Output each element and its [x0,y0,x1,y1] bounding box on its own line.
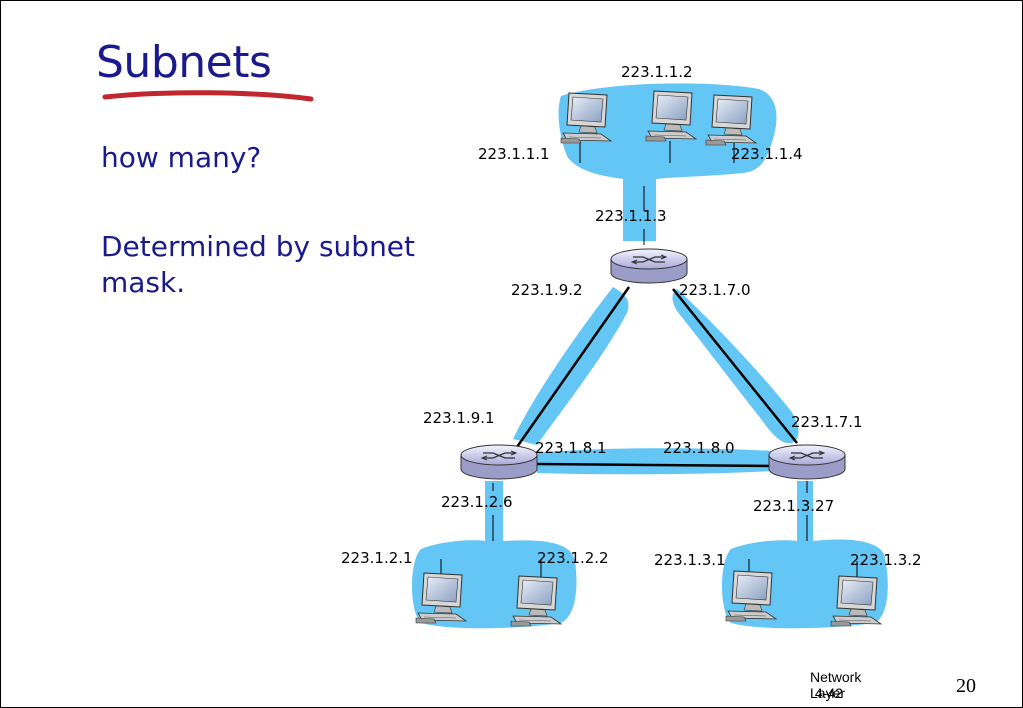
label-left-router-top: 223.1.9.1 [423,409,495,427]
footer: Network Layer 4-42 [810,669,898,701]
label-top-host-4: 223.1.1.4 [731,145,803,163]
subnet-areas [412,83,888,629]
router-icon [460,444,538,480]
subnet-bottom-link [537,448,773,475]
subnet-left-link [513,287,629,445]
router-icon [610,248,688,284]
computer-icon [725,570,777,622]
label-left-router-bottom: 223.1.2.6 [441,493,513,511]
links [515,286,798,468]
slide-title: Subnets [96,37,272,88]
footer-number: 4-42 [814,685,843,701]
label-left-router-right: 223.1.8.1 [535,439,607,457]
label-top-host-1: 223.1.1.1 [478,145,550,163]
label-right-router-bottom: 223.1.3.27 [753,497,834,515]
computer-icon [510,575,562,627]
page-number: 20 [956,675,976,697]
label-right-router-left: 223.1.8.0 [663,439,735,457]
computer-icon [415,572,467,624]
label-top-router-left: 223.1.9.2 [511,281,583,299]
computer-icon [645,90,697,142]
host-lines [440,141,858,577]
label-right-router-top: 223.1.7.1 [791,413,863,431]
title-underline [102,90,314,102]
answer-text: Determined by subnet mask. [101,230,416,299]
label-top-router-if: 223.1.1.3 [595,207,667,225]
label-bl-host-1: 223.1.2.1 [341,549,413,567]
question-text: how many? [101,141,262,174]
computer-icon [560,92,612,144]
label-top-host-2: 223.1.1.2 [621,63,693,81]
footer-label: Network Layer [810,669,862,701]
computer-icon [705,94,757,146]
router-icon [768,444,846,480]
label-br-host-1: 223.1.3.1 [654,551,726,569]
label-top-router-right: 223.1.7.0 [679,281,751,299]
label-br-host-2: 223.1.3.2 [850,551,922,569]
computer-icon [830,575,882,627]
label-bl-host-2: 223.1.2.2 [537,549,609,567]
